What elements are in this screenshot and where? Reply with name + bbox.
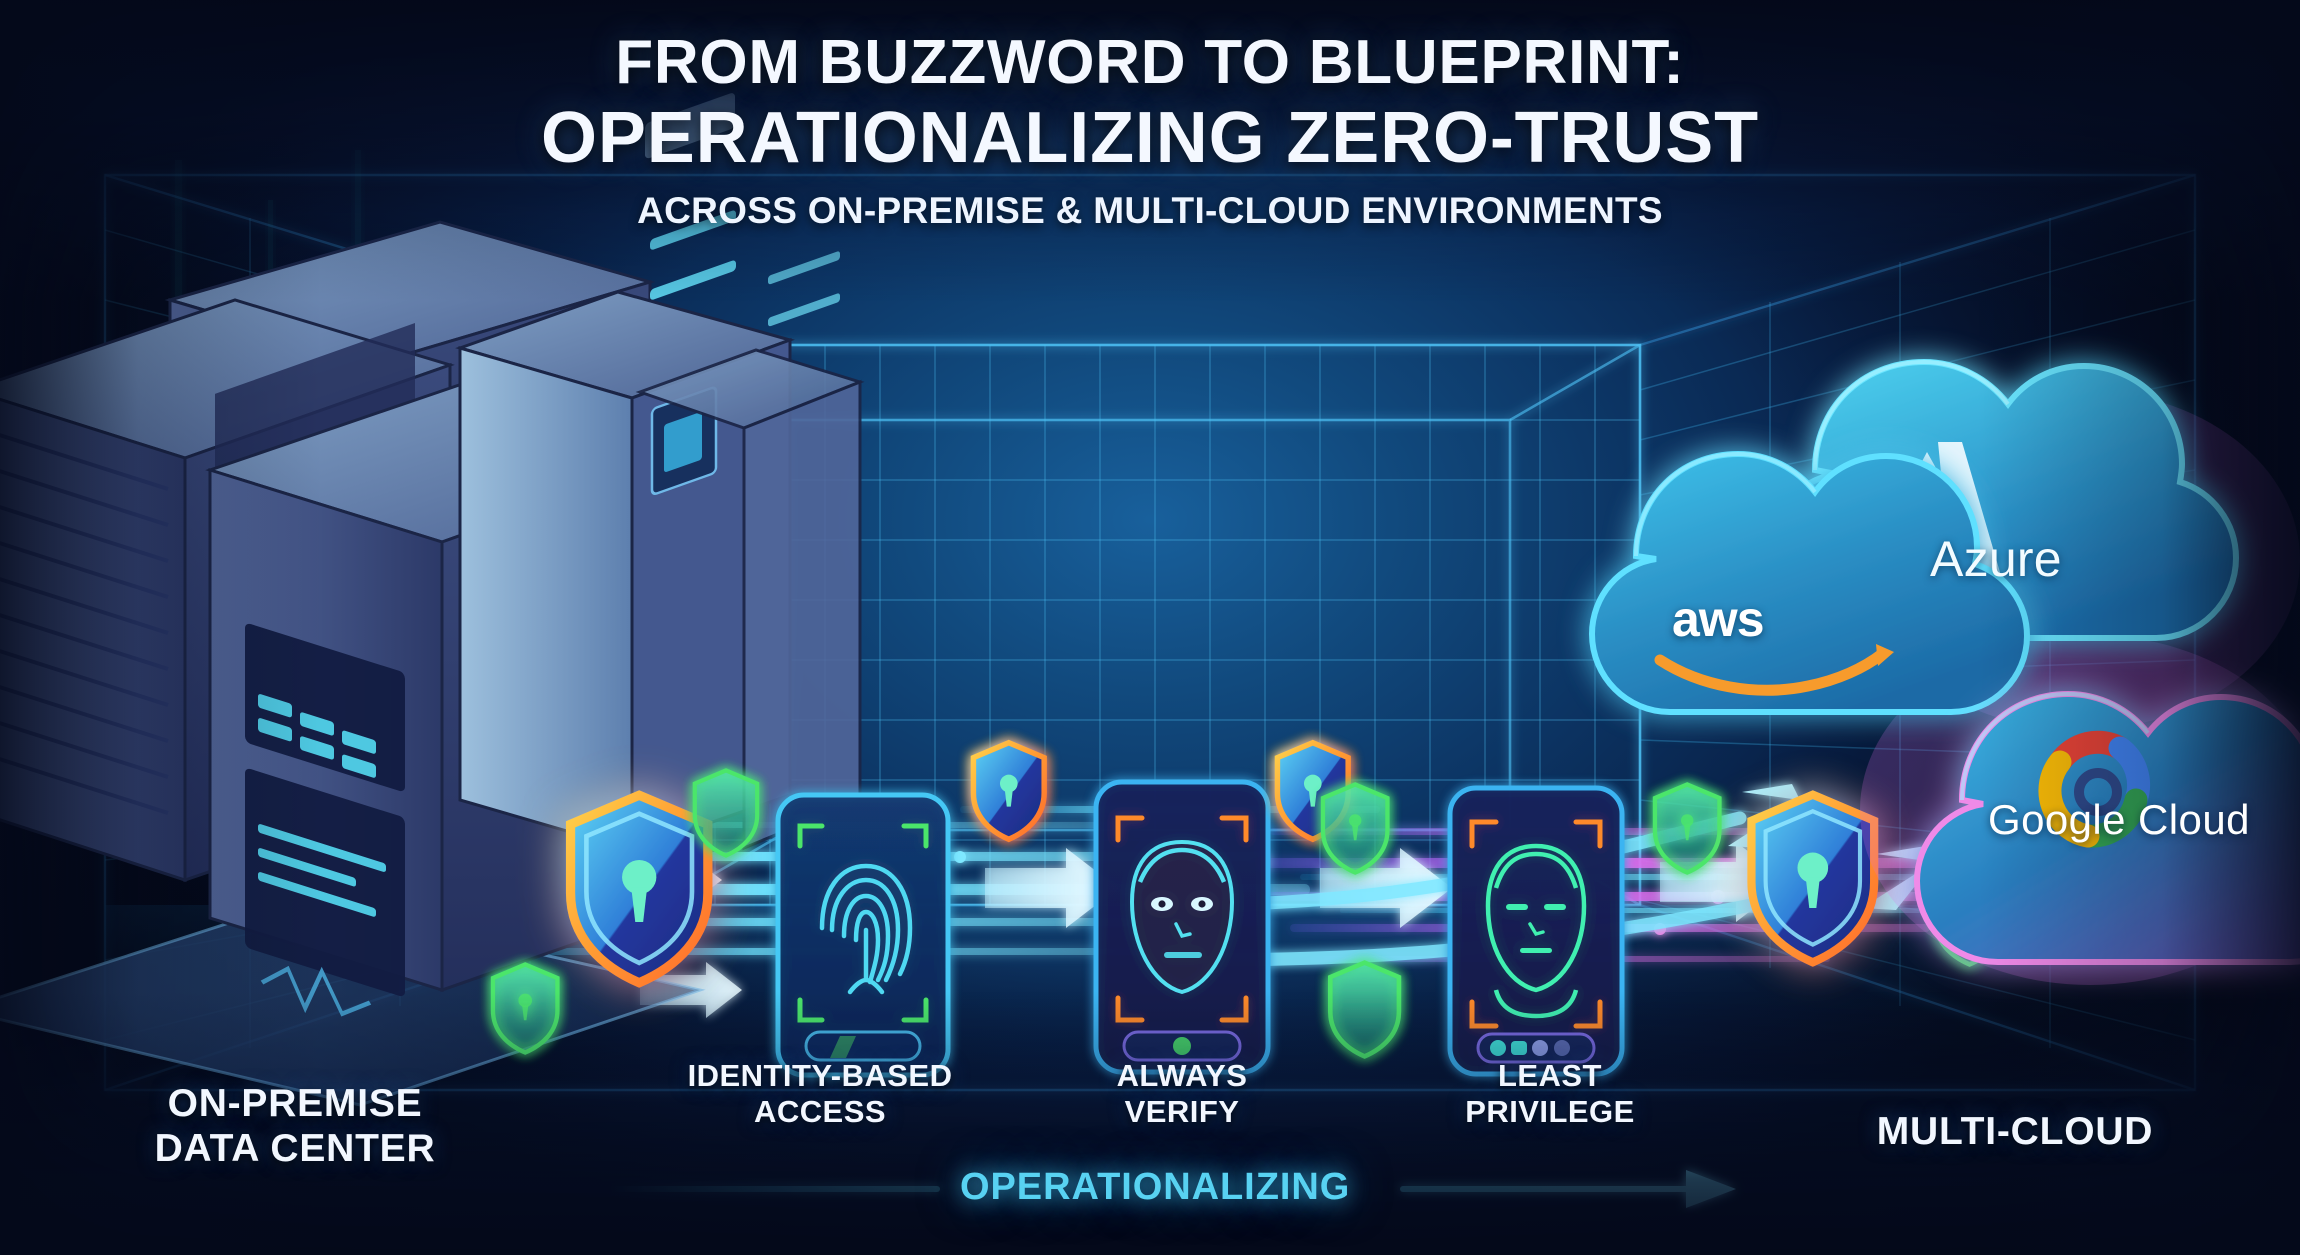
flow-arrow-track <box>610 1170 1736 1208</box>
